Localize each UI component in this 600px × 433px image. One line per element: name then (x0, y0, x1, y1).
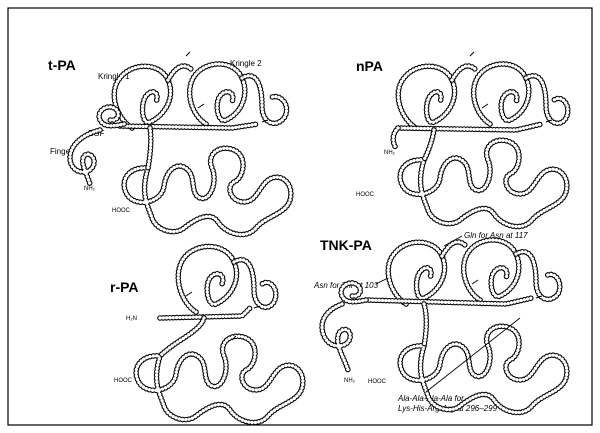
tnk-panel: TNK-PA Gln for Asn at 117 Asn for Thr at… (313, 231, 567, 413)
tpa-title: t-PA (48, 57, 76, 73)
rpa-title: r-PA (110, 279, 139, 295)
rpa-chain (136, 246, 303, 422)
npa-panel: nPA NH₂ HOOC (356, 52, 568, 227)
rpa-panel: r-PA H₂N HOOC (110, 246, 303, 422)
tnk-title: TNK-PA (320, 237, 372, 253)
tnk-nh2-label: NH₂ (344, 378, 356, 384)
tpa-nh2-label: NH₂ (84, 186, 96, 192)
npa-cooh-label: HOOC (356, 192, 375, 198)
rpa-cooh-label: HOOC (114, 378, 133, 384)
npa-nh2-label: NH₂ (384, 150, 396, 156)
rpa-nh2-label: H₂N (126, 316, 137, 322)
tnk-chain (322, 240, 567, 413)
tnk-cooh-label: HOOC (368, 379, 387, 385)
npa-title: nPA (356, 58, 383, 74)
tpa-cooh-label: HOOC (112, 208, 131, 214)
tpa-panel: t-PA Kringle 1 Kringle 2 EGF Finger NH₂ … (48, 52, 291, 235)
npa-chain (393, 52, 568, 227)
